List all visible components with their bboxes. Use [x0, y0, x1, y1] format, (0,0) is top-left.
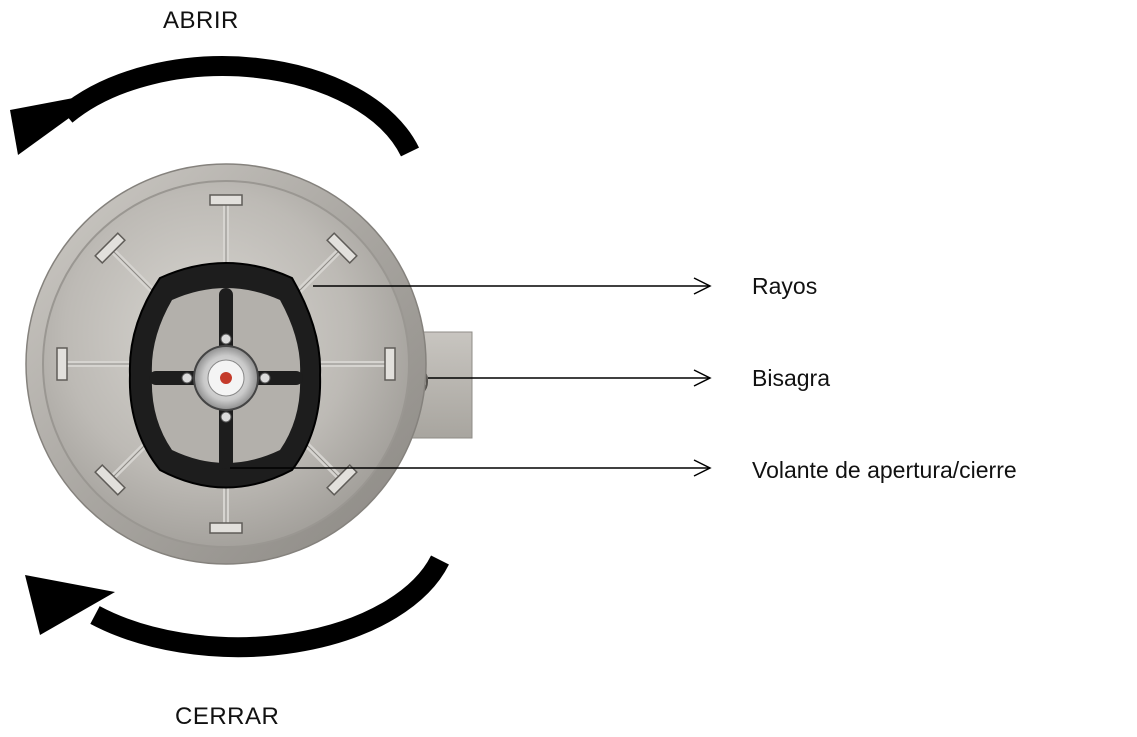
callout-label-rayos: Rayos: [752, 273, 818, 299]
close-arrow: [25, 555, 449, 658]
latch-block: [94, 232, 126, 264]
latch-block: [56, 347, 68, 381]
callout-volante: [230, 459, 712, 477]
callout-bisagra: [428, 369, 712, 387]
latch-block: [209, 194, 243, 206]
latch-block: [209, 522, 243, 534]
handwheel: [128, 262, 322, 489]
latch-block: [326, 232, 358, 264]
open-arrow: [10, 56, 420, 157]
open-direction-label: ABRIR: [163, 7, 239, 34]
close-direction-label: CERRAR: [175, 703, 280, 730]
callout-rayos: [313, 277, 712, 295]
latch-block: [384, 347, 396, 381]
latch-block: [94, 464, 126, 496]
callout-label-bisagra: Bisagra: [752, 365, 830, 391]
callout-label-volante: Volante de apertura/cierre: [752, 457, 1017, 483]
